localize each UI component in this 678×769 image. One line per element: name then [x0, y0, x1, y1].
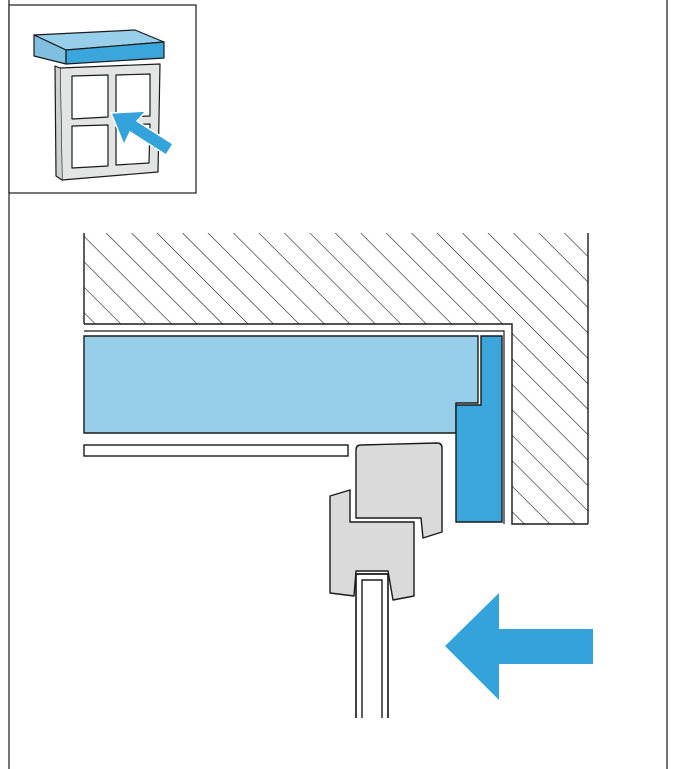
- shutter-box-section: [83, 335, 479, 434]
- box-underside-strip: [83, 444, 349, 457]
- window-frame: [54, 63, 161, 181]
- lower-frame-profile: [329, 489, 415, 601]
- arrow-left-icon: [445, 593, 593, 700]
- reveal-line: [84, 330, 505, 524]
- wall-outline: [84, 323, 588, 525]
- roller-shutter-box: [33, 29, 165, 65]
- upper-frame-profile: [355, 442, 443, 539]
- inset-arrow-icon: [110, 110, 174, 156]
- wall-hatched: [84, 233, 588, 524]
- guide-rail-section: [455, 335, 503, 523]
- window-with-roller-shutter-box-icon: [33, 29, 174, 181]
- overview-inset: [8, 4, 197, 194]
- section-view: [83, 233, 593, 718]
